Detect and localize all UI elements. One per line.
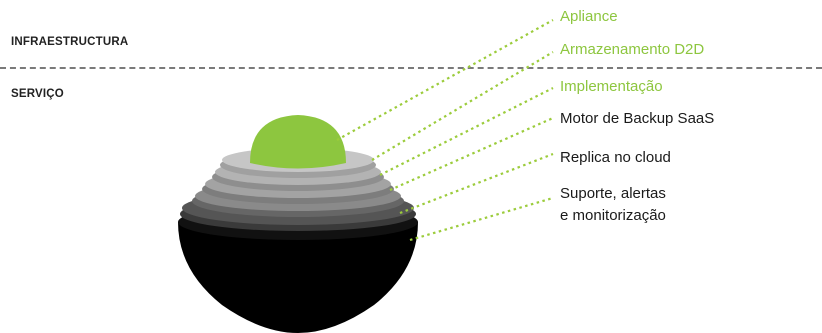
connector-line-suporte	[410, 198, 553, 240]
connector-line-apliance	[337, 20, 553, 140]
layer-label-suporte: Suporte, alertas	[560, 184, 666, 204]
layer-label-replica: Replica no cloud	[560, 148, 671, 168]
layer-label-armazenamento: Armazenamento D2D	[560, 40, 704, 60]
layer-label-implementacao: Implementação	[560, 77, 663, 97]
layer-label-motor-backup: Motor de Backup SaaS	[560, 109, 714, 129]
layer-label-suporte-line2: e monitorização	[560, 206, 666, 226]
layer-label-apliance: Apliance	[560, 7, 618, 27]
connector-line-replica	[400, 154, 553, 213]
connector-line-armazenamento	[372, 52, 553, 160]
sphere-top-dome	[250, 115, 346, 169]
